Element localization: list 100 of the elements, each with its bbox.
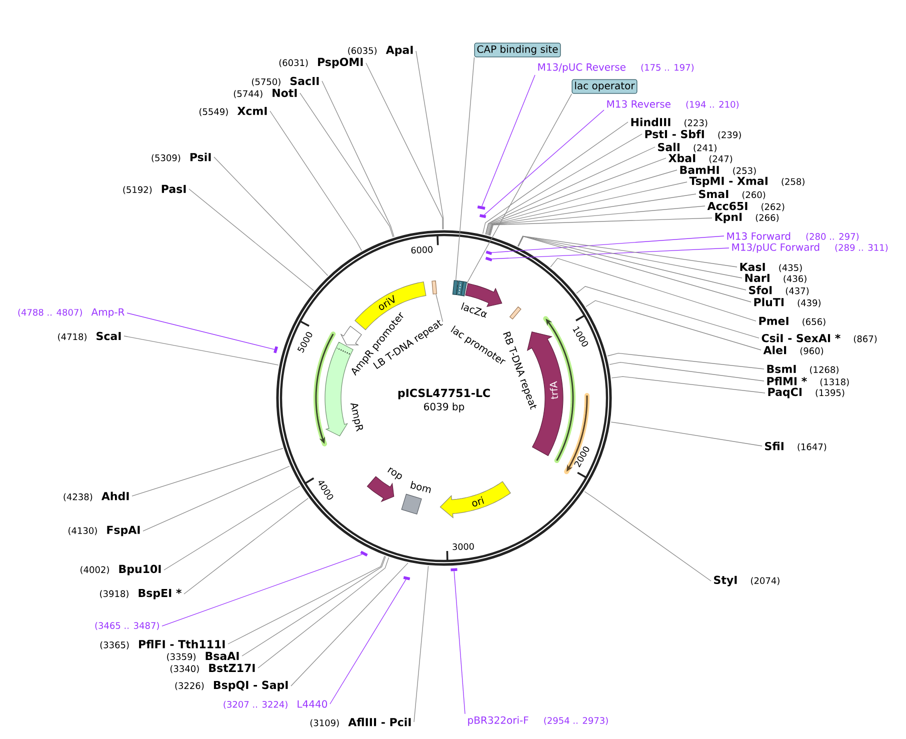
leader-line — [416, 50, 444, 230]
enzyme-name: SfoI — [749, 286, 772, 294]
leader-line — [454, 570, 466, 714]
feature-label: AmpR — [350, 403, 363, 432]
leader-line — [486, 146, 656, 235]
enzyme-name: SalI — [658, 142, 680, 152]
cut-position: (3365) — [100, 641, 129, 650]
primer-mark — [403, 576, 410, 580]
cut-position: (3359) — [167, 653, 196, 662]
feature-label: bom — [410, 480, 431, 494]
leader-line — [188, 188, 314, 291]
leader-line — [456, 56, 475, 281]
cut-position: (5309) — [152, 154, 180, 162]
cut-position: (253) — [733, 167, 756, 176]
leader-line — [492, 248, 730, 260]
cut-position: (4238) — [64, 493, 92, 502]
leader-line — [322, 80, 394, 238]
primer-mark — [479, 214, 486, 218]
primer-position: (2954 .. 2973) — [544, 716, 608, 725]
enzyme-name: PflMI * — [767, 376, 807, 386]
leader-line — [486, 158, 666, 236]
primer-mark — [450, 568, 458, 572]
enzyme-name: StyI — [714, 576, 737, 586]
leader-line — [518, 236, 746, 290]
enzyme-name: FspAI — [107, 526, 140, 536]
leader-line — [488, 182, 688, 236]
leader-line — [518, 236, 752, 302]
cut-position: (1318) — [820, 378, 849, 386]
enzyme-name: SfiI — [765, 442, 784, 450]
cut-position: (3226) — [175, 682, 204, 690]
enzyme-name: TspMI - XmaI — [689, 176, 768, 188]
enzyme-name: BstZ17I — [209, 664, 255, 672]
cut-position: (867) — [854, 335, 877, 344]
leader-line — [290, 562, 408, 686]
enzyme-name: CsiI - SexAI * — [762, 334, 840, 342]
feature-tag: CAP binding site — [474, 42, 561, 58]
tick-label: 3000 — [452, 543, 474, 550]
cut-position: (1395) — [816, 389, 844, 398]
enzyme-name: KasI — [740, 262, 765, 272]
leader-line — [611, 376, 766, 394]
cut-position: (5744) — [234, 90, 262, 98]
enzyme-name: PmeI — [759, 316, 788, 326]
enzyme-name: BsaAI — [206, 652, 239, 660]
primer-position: (194 .. 210) — [686, 100, 739, 109]
primer-mark — [486, 250, 492, 255]
cut-position: (5750) — [252, 78, 280, 86]
enzyme-name: PasI — [162, 184, 186, 194]
leader-line — [586, 300, 762, 350]
primer-name: Amp-R — [91, 308, 124, 318]
cut-position: (4130) — [68, 527, 97, 536]
cut-position: (6035) — [348, 47, 377, 56]
leader-line — [517, 236, 738, 268]
cut-position: (3918) — [100, 590, 128, 598]
leader-line — [488, 170, 678, 236]
plasmid-name: pICSL47751-LC — [398, 388, 490, 400]
leader-line — [366, 62, 443, 230]
primer-name: pBR322ori-F — [468, 716, 528, 726]
feature-tag: lac operator — [572, 79, 638, 94]
enzyme-name: SacII — [290, 76, 319, 86]
leader-line — [270, 110, 362, 251]
cut-position: (439) — [798, 299, 820, 308]
leader-line — [126, 312, 275, 350]
leader-line — [482, 74, 536, 207]
cut-position: (239) — [718, 131, 741, 140]
enzyme-name: BamHI — [680, 166, 719, 174]
leader-line — [518, 236, 742, 278]
primer-name: M13/pUC Reverse — [538, 63, 626, 73]
primer-mark — [477, 206, 486, 210]
cut-position: (3109) — [310, 719, 339, 728]
tick-label: 6000 — [411, 246, 433, 254]
primer-position: (3207 .. 3224) — [224, 700, 288, 709]
primer-position: (175 .. 197) — [641, 64, 694, 72]
enzyme-name: PflFI - Tth111I — [139, 640, 225, 648]
enzyme-name: ScaI — [96, 332, 121, 340]
cut-position: (2074) — [751, 577, 780, 586]
leader-line — [610, 422, 762, 446]
leader-line — [485, 134, 642, 235]
cut-position: (241) — [694, 144, 716, 152]
cut-position: (6031) — [279, 59, 308, 68]
cut-position: (436) — [784, 275, 806, 284]
enzyme-name: SmaI — [699, 190, 728, 198]
leader-line — [489, 206, 706, 236]
primer-position: (280 .. 297) — [806, 232, 859, 241]
primer-position: (289 .. 311) — [835, 244, 888, 252]
cut-position: (223) — [684, 119, 708, 128]
enzyme-name: Acc65I — [707, 202, 748, 210]
leader-line — [576, 286, 760, 338]
leader-line — [300, 92, 394, 238]
cut-position: (435) — [779, 264, 802, 272]
leader-line — [484, 110, 604, 216]
leader-line — [162, 554, 363, 626]
enzyme-name: AflIII - PciI — [348, 718, 411, 726]
primer-name: M13/pUC Forward — [732, 243, 820, 253]
leader-line — [214, 156, 328, 276]
enzyme-name: Bpu10I — [119, 564, 161, 576]
leader-line — [184, 498, 309, 594]
leader-line — [482, 122, 628, 234]
enzyme-name: BspEI * — [138, 588, 182, 600]
leader-line — [490, 218, 712, 236]
leader-line — [228, 556, 385, 644]
